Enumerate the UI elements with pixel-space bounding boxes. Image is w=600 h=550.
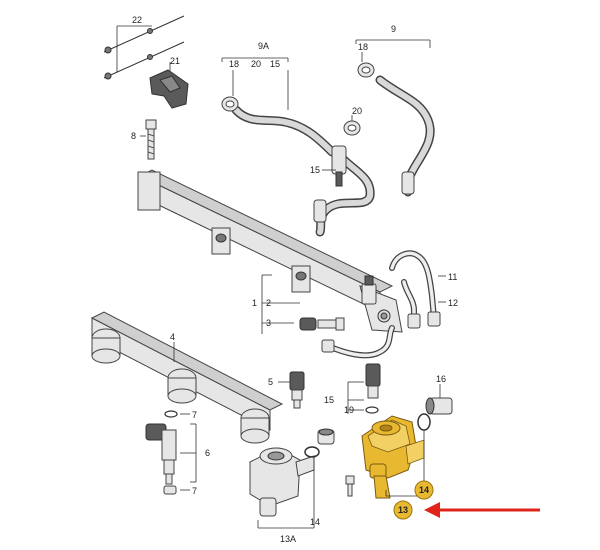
label-9A-20: 20 xyxy=(251,59,261,69)
part-2-pressure-sensor[interactable] xyxy=(361,275,377,305)
part-21-bracket[interactable] xyxy=(149,69,189,109)
part-10-bolt[interactable] xyxy=(345,475,355,497)
part-20-clamp[interactable] xyxy=(343,120,361,136)
part-8-bolt[interactable] xyxy=(145,119,157,160)
label-2: 2 xyxy=(266,298,271,308)
part-13-high-pressure-fuel-pump[interactable] xyxy=(361,415,425,499)
label-9A-18: 18 xyxy=(229,59,239,69)
label-13: 13 xyxy=(398,505,408,515)
label-19: 19 xyxy=(344,405,354,415)
part-22-clip-strips[interactable] xyxy=(103,15,185,80)
label-1: 1 xyxy=(252,298,257,308)
part-16-plug-right[interactable] xyxy=(425,397,453,415)
part-10-seal[interactable] xyxy=(304,446,320,458)
label-3: 3 xyxy=(266,318,271,328)
part-14-seal-right[interactable] xyxy=(417,413,431,431)
label-9A: 9A xyxy=(258,41,269,51)
label-6: 6 xyxy=(205,448,210,458)
badge-13[interactable]: 13 xyxy=(393,500,413,520)
label-20: 20 xyxy=(352,106,362,116)
part-16-plug-left[interactable] xyxy=(317,428,335,445)
part-7-seal-upper[interactable] xyxy=(164,410,178,418)
label-4: 4 xyxy=(170,332,175,342)
label-11: 11 xyxy=(448,272,457,282)
label-7-upper: 7 xyxy=(192,410,197,420)
part-13A-fuel-pump[interactable] xyxy=(249,447,315,517)
part-11-fuel-pipe[interactable] xyxy=(389,250,441,327)
label-5: 5 xyxy=(268,377,273,387)
label-16: 16 xyxy=(436,374,446,384)
part-3-sensor[interactable] xyxy=(299,317,345,331)
label-12: 12 xyxy=(448,298,458,308)
label-21: 21 xyxy=(170,56,180,66)
part-9A-vent-hose[interactable] xyxy=(231,105,375,237)
label-13A: 13A xyxy=(280,534,296,544)
label-15-lower: 15 xyxy=(324,395,334,405)
part-4-fuel-rail-lower[interactable] xyxy=(90,311,284,444)
label-7-lower: 7 xyxy=(192,486,197,496)
part-6-injector[interactable] xyxy=(145,423,177,485)
label-9-18: 18 xyxy=(358,42,368,52)
part-7-seal-lower[interactable] xyxy=(163,485,177,495)
part-9-vent-hose[interactable] xyxy=(375,75,435,197)
part-18-clamp-9[interactable] xyxy=(357,62,375,78)
highlight-arrow xyxy=(424,502,540,518)
badge-14[interactable]: 14 xyxy=(414,480,434,500)
part-10-high-pressure-line[interactable] xyxy=(321,325,395,359)
label-14-right: 14 xyxy=(419,485,429,495)
label-14-left: 14 xyxy=(310,517,320,527)
label-8: 8 xyxy=(131,131,136,141)
part-18-clamp-9A[interactable] xyxy=(221,96,239,112)
label-22: 22 xyxy=(132,15,142,25)
label-9A-15: 15 xyxy=(270,59,280,69)
part-15-valve[interactable] xyxy=(365,363,381,399)
part-5-sender[interactable] xyxy=(289,371,305,409)
label-15-upper: 15 xyxy=(310,165,320,175)
part-12-fuel-pipe[interactable] xyxy=(401,279,421,329)
label-9: 9 xyxy=(391,24,396,34)
part-19-seal[interactable] xyxy=(365,406,379,414)
